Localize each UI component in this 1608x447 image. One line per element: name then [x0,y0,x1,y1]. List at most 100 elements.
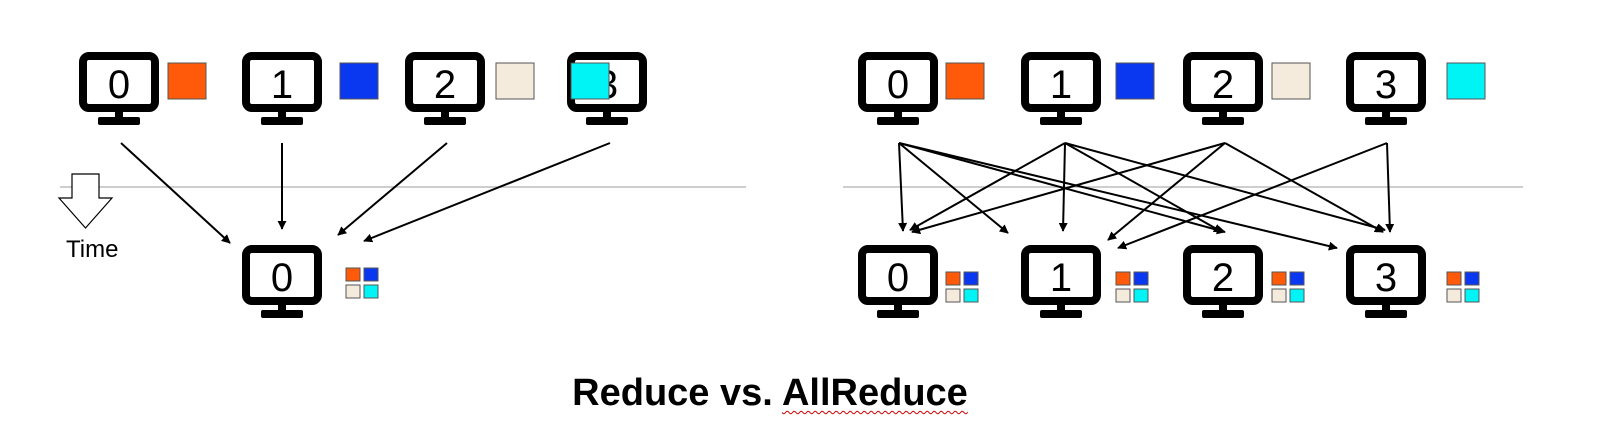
monitor-neck [894,108,902,118]
square-icon [1133,288,1149,303]
data-block-0 [167,62,207,100]
square-icon [1271,288,1287,303]
monitor-base [877,117,919,125]
down-arrow-icon [57,173,114,229]
square-icon [1446,288,1462,303]
square-icon [363,284,379,299]
monitor-base [586,117,628,125]
allreduce-reduced-blocks-3 [1446,271,1480,303]
monitor-base [98,117,140,125]
rank-label: 0 [108,63,130,107]
square-icon [345,267,361,282]
source-computer-2: 2 [405,52,485,125]
monitor-base [1365,310,1407,318]
monitor-neck [1219,108,1227,118]
square-icon [1271,271,1287,286]
caption-allreduce: AllReduce [781,372,968,414]
monitor-base [261,117,303,125]
allreduce-data-block-0 [945,62,985,100]
allreduce-source-computer-3: 3 [1346,52,1426,125]
rank-label: 3 [1375,256,1397,300]
data-block-2 [495,62,535,100]
allreduce-reduced-blocks-2 [1271,271,1305,303]
allreduce-arrow-1-3 [1064,142,1386,233]
square-icon [945,288,961,303]
rank-label: 1 [271,63,293,107]
allreduce-reduced-blocks-1 [1115,271,1149,303]
square-icon [1446,271,1462,286]
monitor-neck [603,108,611,118]
rank-label: 1 [1050,256,1072,300]
source-computer-1: 1 [242,52,322,125]
square-icon [1464,271,1480,286]
reduced-data-blocks [345,267,379,299]
allreduce-arrow-2-3 [1224,142,1384,233]
rank-label: 1 [1050,63,1072,107]
allreduce-arrow-0-0 [898,142,908,232]
reduce-arrow-2 [337,142,448,236]
square-icon [1289,271,1305,286]
data-block-1 [339,62,379,100]
monitor-base [877,310,919,318]
monitor-base [1040,117,1082,125]
monitor-neck [894,301,902,311]
reduce-arrow-3 [363,142,611,243]
rank-label: 2 [1212,256,1234,300]
square-icon [963,288,979,303]
monitor-base [261,310,303,318]
square-icon [1133,271,1149,286]
destination-computer-0: 0 [242,245,322,318]
allreduce-data-block-3 [1446,62,1486,100]
allreduce-data-block-2 [1271,62,1311,100]
monitor-neck [1382,301,1390,311]
monitor-base [424,117,466,125]
monitor-neck [278,108,286,118]
allreduce-destination-computer-3: 3 [1346,245,1426,318]
allreduce-arrow-3-1 [1117,142,1388,250]
time-label: Time [66,236,119,263]
monitor-neck [1057,108,1065,118]
allreduce-arrow-1-1 [1058,142,1068,232]
monitor-neck [441,108,449,118]
allreduce-source-computer-0: 0 [858,52,938,125]
rank-label: 0 [887,256,909,300]
source-computer-0: 0 [79,52,159,125]
allreduce-arrow-0-1 [898,142,1009,234]
caption-reduce-vs: Reduce vs. [572,372,782,414]
allreduce-source-computer-2: 2 [1183,52,1263,125]
data-block-3 [570,62,610,100]
square-icon [1115,271,1131,286]
square-icon [945,271,961,286]
square-icon [1115,288,1131,303]
monitor-neck [115,108,123,118]
monitor-neck [1382,108,1390,118]
monitor-base [1202,117,1244,125]
rank-label: 3 [1375,63,1397,107]
square-icon [963,271,979,286]
monitor-neck [1057,301,1065,311]
monitor-neck [1219,301,1227,311]
allreduce-source-computer-1: 1 [1021,52,1101,125]
square-icon [363,267,379,282]
allreduce-reduced-blocks-0 [945,271,979,303]
allreduce-arrow-0-3 [898,142,1338,251]
monitor-base [1365,117,1407,125]
rank-label: 0 [887,63,909,107]
square-icon [345,284,361,299]
monitor-base [1040,310,1082,318]
square-icon [1289,288,1305,303]
allreduce-arrow-3-3 [1385,142,1395,233]
allreduce-data-block-1 [1115,62,1155,100]
rank-label: 2 [1212,63,1234,107]
allreduce-destination-computer-1: 1 [1021,245,1101,318]
allreduce-destination-computer-0: 0 [858,245,938,318]
allreduce-arrow-0-2 [898,142,1226,235]
allreduce-arrow-2-0 [911,142,1226,235]
allreduce-arrow-1-0 [909,142,1066,231]
rank-label: 0 [271,256,293,300]
reduce-arrow-0 [120,142,231,244]
monitor-neck [278,301,286,311]
figure-caption: Reduce vs. AllReduce [0,372,1540,415]
